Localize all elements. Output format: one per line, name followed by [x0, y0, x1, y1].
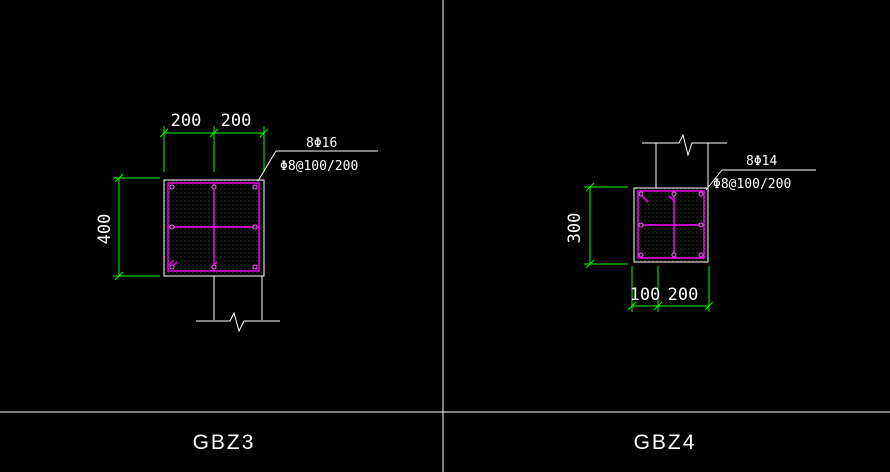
rebar-stirrup-gbz3: Φ8@100/200 [280, 159, 358, 174]
dimension-left-gbz3 [113, 173, 160, 281]
dim-label-gbz3-left: 400 [95, 214, 115, 245]
rebars-gbz4 [638, 191, 704, 258]
dim-label-gbz3-top-left: 200 [171, 111, 202, 131]
detail-title-gbz4: GBZ4 [634, 431, 697, 454]
rebar-stirrup-gbz4: Φ8@100/200 [713, 177, 791, 192]
detail-title-gbz3: GBZ3 [193, 431, 256, 454]
leader-gbz3 [257, 150, 378, 182]
dim-label-gbz4-bottom-right: 200 [668, 285, 699, 305]
dimension-bottom-gbz4 [627, 266, 714, 312]
dimension-top-gbz3 [159, 126, 269, 172]
stirrups-gbz4 [637, 190, 705, 259]
leader-gbz4 [705, 169, 816, 191]
rebar-main-gbz3: 8Φ16 [306, 136, 337, 151]
wall-break-gbz4 [642, 133, 727, 188]
rebar-main-gbz4: 8Φ14 [746, 154, 777, 169]
wall-break-gbz3 [196, 276, 280, 333]
rebars-gbz3 [169, 184, 258, 270]
detail-gbz3: 200 200 400 [95, 111, 378, 454]
dimension-left-gbz4 [584, 182, 628, 269]
dim-label-gbz4-left: 300 [565, 213, 585, 244]
dim-label-gbz3-top-right: 200 [221, 111, 252, 131]
detail-gbz4: 300 100 [565, 133, 816, 454]
dim-label-gbz4-bottom-left: 100 [630, 285, 661, 305]
